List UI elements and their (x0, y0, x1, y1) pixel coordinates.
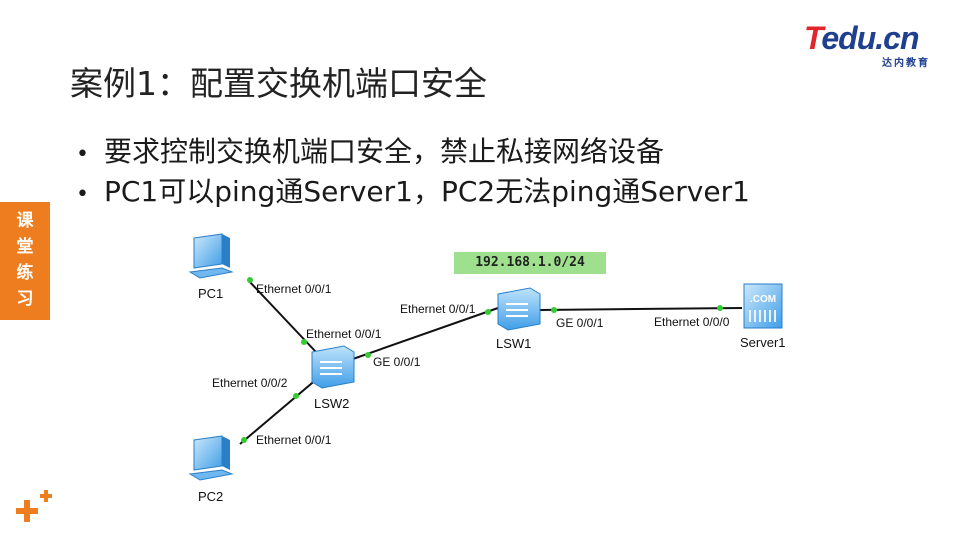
port-dot (551, 307, 557, 313)
tedu-logo: Tedu.cn 达内教育 (804, 20, 936, 69)
bullet-item: •PC1可以ping通Server1，PC2无法ping通Server1 (76, 172, 750, 212)
link-lsw1-server1 (539, 307, 743, 311)
port-label: Ethernet 0/0/1 (256, 433, 332, 447)
port-label: Ethernet 0/0/0 (654, 315, 730, 329)
pc1-label: PC1 (198, 286, 223, 301)
port-label: Ethernet 0/0/2 (212, 376, 288, 390)
port-dot (241, 437, 247, 443)
port-label: GE 0/0/1 (556, 316, 604, 330)
lsw2-label: LSW2 (314, 396, 349, 411)
pc2-label: PC2 (198, 489, 223, 504)
bullet-dot-icon: • (76, 182, 89, 207)
port-label: GE 0/0/1 (373, 355, 421, 369)
port-label: Ethernet 0/0/1 (400, 302, 476, 316)
lsw1-label: LSW1 (496, 336, 531, 351)
network-label: 192.168.1.0/24 (454, 252, 606, 274)
lsw2-switch-icon (311, 345, 355, 389)
pc1-icon (188, 233, 234, 279)
bullet-dot-icon: • (76, 142, 89, 167)
link-lsw2-lsw1 (349, 307, 499, 361)
logo-wordmark: Tedu.cn (804, 20, 919, 56)
port-dot (247, 277, 253, 283)
bullet-item: •要求控制交换机端口安全，禁止私接网络设备 (76, 132, 750, 172)
port-dot (365, 352, 371, 358)
port-dot (301, 339, 307, 345)
server1-label: Server1 (740, 335, 786, 350)
link-pc2-lsw2 (239, 377, 319, 445)
slide-title: 案例1：配置交换机端口安全 (70, 64, 487, 103)
server1-icon: .COM (743, 283, 783, 329)
logo-subtitle: 达内教育 (882, 58, 930, 69)
lsw1-switch-icon (497, 287, 541, 331)
port-dot (717, 305, 723, 311)
port-dot (293, 393, 299, 399)
port-dot (485, 309, 491, 315)
pc2-icon (188, 435, 234, 481)
plus-logo-icon (16, 490, 52, 522)
port-label: Ethernet 0/0/1 (306, 327, 382, 341)
server-badge: .COM (750, 294, 776, 305)
side-tab-practice: 课 堂 练 习 (0, 202, 50, 320)
bullet-list: •要求控制交换机端口安全，禁止私接网络设备 •PC1可以ping通Server1… (76, 132, 750, 212)
port-label: Ethernet 0/0/1 (256, 282, 332, 296)
